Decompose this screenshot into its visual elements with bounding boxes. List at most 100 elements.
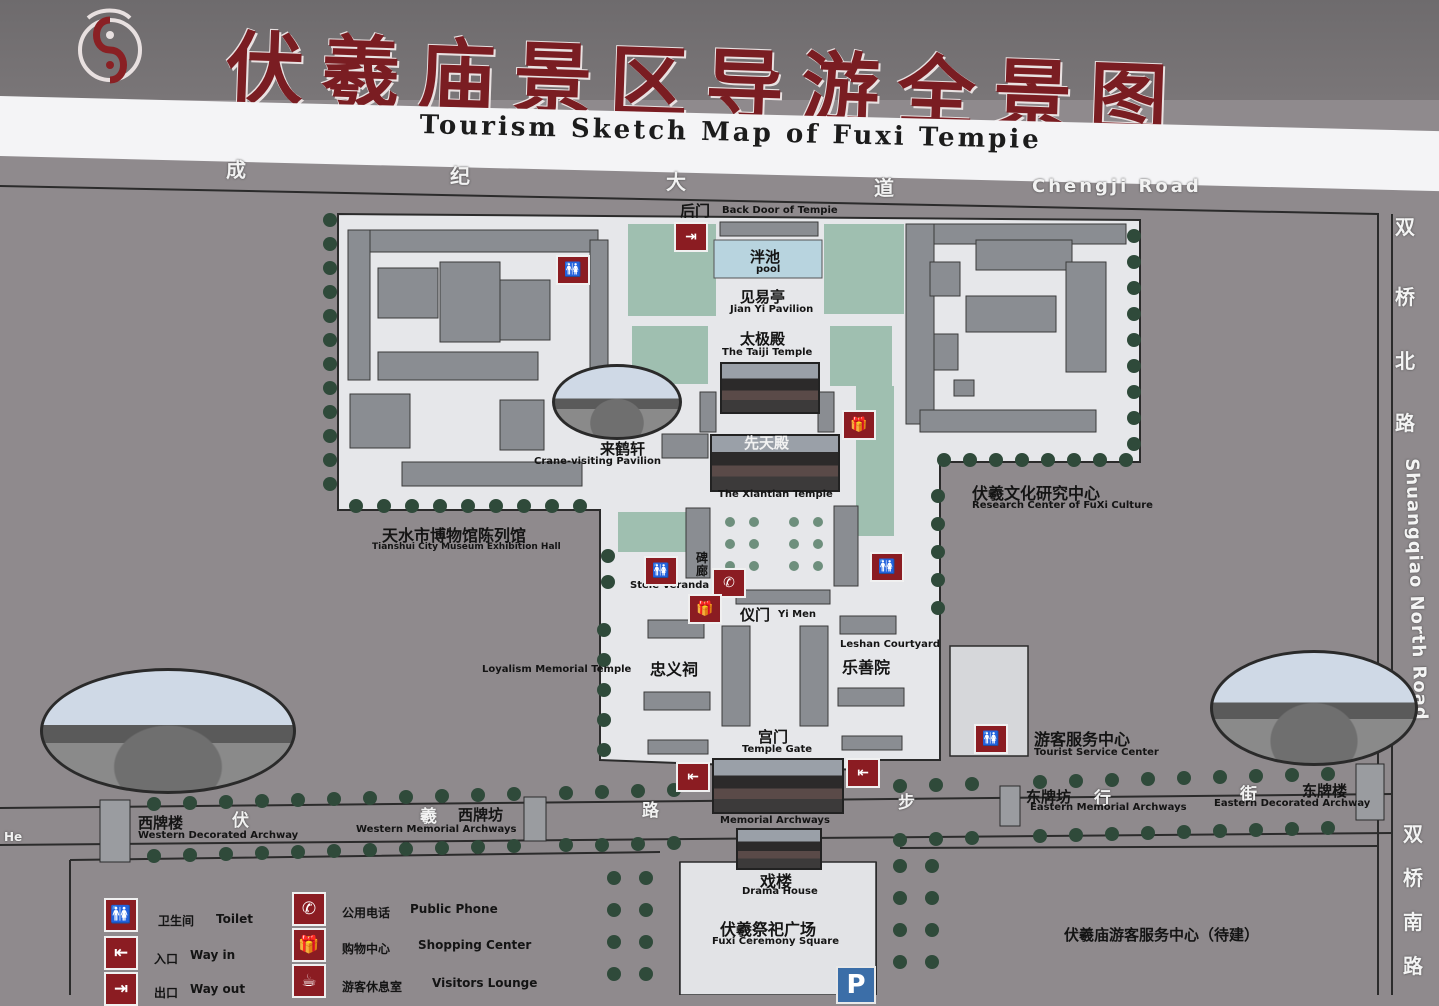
tourist-service-label-en: Tourist Service Center xyxy=(1034,747,1159,758)
pool-label-en: pool xyxy=(756,264,781,275)
back-door-label-en: Back Door of Tempie xyxy=(722,205,838,216)
legend-shopping-en: Shopping Center xyxy=(418,938,532,952)
toilet-icon: 🚻 xyxy=(644,556,678,586)
jianyi-pavilion-label-cn: 见易亭 xyxy=(740,288,786,306)
taiji-temple-photo xyxy=(720,362,820,414)
right-south-char-1: 双 xyxy=(1403,822,1423,846)
yimen-label-cn: 仪门 xyxy=(740,606,771,624)
crane-pavilion-label-cn: 来鹤轩 xyxy=(600,440,646,458)
right-north-char-2: 桥 xyxy=(1395,285,1415,309)
toilet-icon: 🚻 xyxy=(556,255,590,285)
top-road-char-2: 纪 xyxy=(450,164,470,188)
memorial-archways-photo xyxy=(712,758,844,814)
toilet-icon: 🚻 xyxy=(974,724,1008,754)
legend-way-out-en: Way out xyxy=(190,982,246,996)
phone-icon: ✆ xyxy=(292,892,326,926)
xiantian-temple-photo xyxy=(710,434,840,492)
entrance-arrow-icon: ⇤ xyxy=(104,936,138,970)
west-archway-photo xyxy=(40,668,296,794)
memorial-archways-label-en: Memorial Archways xyxy=(720,815,830,826)
legend-toilet-en: Toilet xyxy=(216,912,253,926)
ceremony-square-label-cn: 伏羲祭祀广场 xyxy=(720,920,817,939)
east-memorial-archways-label-cn: 东牌坊 xyxy=(1026,788,1072,806)
temple-gate-label-en: Temple Gate xyxy=(742,744,813,755)
taiji-temple-label-cn: 太极殿 xyxy=(740,330,786,348)
toilet-icon: 🚻 xyxy=(870,552,904,582)
parking-sign: P xyxy=(836,966,876,1004)
west-memorial-archways-label-cn: 西牌坊 xyxy=(458,806,504,824)
coffee-cup-icon: ☕ xyxy=(292,964,326,998)
legend-phone-en: Public Phone xyxy=(410,902,498,916)
loyalism-temple-label-en: Loyalism Memorial Temple xyxy=(482,664,632,675)
legend-way-in-cn: 入口 xyxy=(154,952,179,966)
walk-street-char-5: 行 xyxy=(1094,789,1111,809)
xiantian-temple-label-cn: 先天殿 xyxy=(744,434,790,452)
west-decorated-archway-label-cn: 西牌楼 xyxy=(138,814,184,832)
legend-way-out-cn: 出口 xyxy=(154,986,179,1000)
right-north-char-3: 北 xyxy=(1395,349,1415,373)
jianyi-pavilion-label-en: Jian Yi Pavilion xyxy=(730,304,814,315)
right-south-char-3: 南 xyxy=(1403,910,1423,934)
tourist-service-label-cn: 游客服务中心 xyxy=(1034,730,1131,749)
drama-house-label-cn: 戏楼 xyxy=(760,872,793,891)
xiantian-temple-label-en: The Xiantian Temple xyxy=(718,489,833,500)
leshan-courtyard-label-en: Leshan Courtyard xyxy=(840,639,940,650)
walk-street-char-1: 伏 xyxy=(232,811,249,831)
drama-house-label-en: Drama House xyxy=(742,886,818,897)
ceremony-square-label-en: Fuxi Ceremony Square xyxy=(712,936,839,947)
museum-label-en: Tianshui City Museum Exhibition Hall xyxy=(372,542,561,552)
header-band xyxy=(0,0,1439,100)
future-service-center-label: 伏羲庙游客服务中心（待建） xyxy=(1064,926,1260,944)
top-road-char-1: 成 xyxy=(226,158,246,182)
right-north-char-4: 路 xyxy=(1395,411,1415,435)
research-center-label-en: Research Center of FuXi Culture xyxy=(972,500,1153,511)
legend-lounge-en: Visitors Lounge xyxy=(432,976,538,990)
legend-lounge-cn: 游客休息室 xyxy=(342,980,403,994)
right-north-char-1: 双 xyxy=(1395,215,1415,239)
right-south-char-2: 桥 xyxy=(1403,866,1423,890)
east-decorated-archway-label-en: Eastern Decorated Archway xyxy=(1214,798,1371,809)
gift-icon: 🎁 xyxy=(842,410,876,440)
east-decorated-archway-label-cn: 东牌楼 xyxy=(1302,782,1348,800)
west-decorated-archway-label-en: Western Decorated Archway xyxy=(138,830,299,841)
gift-icon: 🎁 xyxy=(688,594,722,624)
entrance-arrow-icon: ⇤ xyxy=(846,758,880,788)
crane-pavilion-photo xyxy=(552,364,682,440)
walk-street-char-3: 路 xyxy=(642,801,659,821)
left-edge-label: He xyxy=(4,830,23,844)
back-door-label-cn: 后门 xyxy=(680,202,711,220)
top-road-name-en: Chengji Road xyxy=(1032,176,1202,197)
right-south-char-4: 路 xyxy=(1403,954,1423,978)
walk-street-char-2: 羲 xyxy=(420,807,437,827)
taiji-temple-label-en: The Taiji Temple xyxy=(722,347,813,358)
walk-street-char-4: 步 xyxy=(898,793,915,813)
east-memorial-archways-label-en: Eastern Memorial Archways xyxy=(1030,802,1187,813)
west-memorial-archways-label-en: Western Memorial Archways xyxy=(356,824,517,835)
legend-shopping-cn: 购物中心 xyxy=(342,942,391,956)
research-center-label-cn: 伏羲文化研究中心 xyxy=(972,484,1101,503)
taiji-dragon-logo-icon xyxy=(78,8,142,84)
toilet-icon: 🚻 xyxy=(104,898,138,932)
legend-toilet-cn: 卫生间 xyxy=(158,914,195,928)
exit-arrow-icon: ⇥ xyxy=(104,972,138,1006)
east-archway-photo xyxy=(1210,650,1418,766)
pool-label-cn: 泮池 xyxy=(750,248,781,266)
legend-way-in-en: Way in xyxy=(190,948,236,962)
top-road-char-4: 道 xyxy=(874,176,894,200)
yimen-label-en: Yi Men xyxy=(778,609,817,620)
gift-icon: 🎁 xyxy=(292,928,326,962)
exit-arrow-icon: ⇥ xyxy=(674,222,708,252)
legend-phone-cn: 公用电话 xyxy=(342,906,391,920)
phone-icon: ✆ xyxy=(712,568,746,598)
leshan-courtyard-label-cn: 乐善院 xyxy=(842,658,891,677)
loyalism-temple-label-cn: 忠义祠 xyxy=(650,660,699,679)
crane-pavilion-label-en: Crane-visiting Pavilion xyxy=(534,456,661,467)
stele-veranda-label-cn: 碑廊 xyxy=(696,551,709,578)
entrance-arrow-icon: ⇤ xyxy=(676,762,710,792)
temple-gate-label-cn: 宫门 xyxy=(758,728,789,746)
museum-label-cn: 天水市博物馆陈列馆 xyxy=(382,526,527,545)
drama-house-photo xyxy=(736,828,822,870)
top-road-char-3: 大 xyxy=(666,170,686,194)
walk-street-char-6: 街 xyxy=(1240,785,1257,805)
